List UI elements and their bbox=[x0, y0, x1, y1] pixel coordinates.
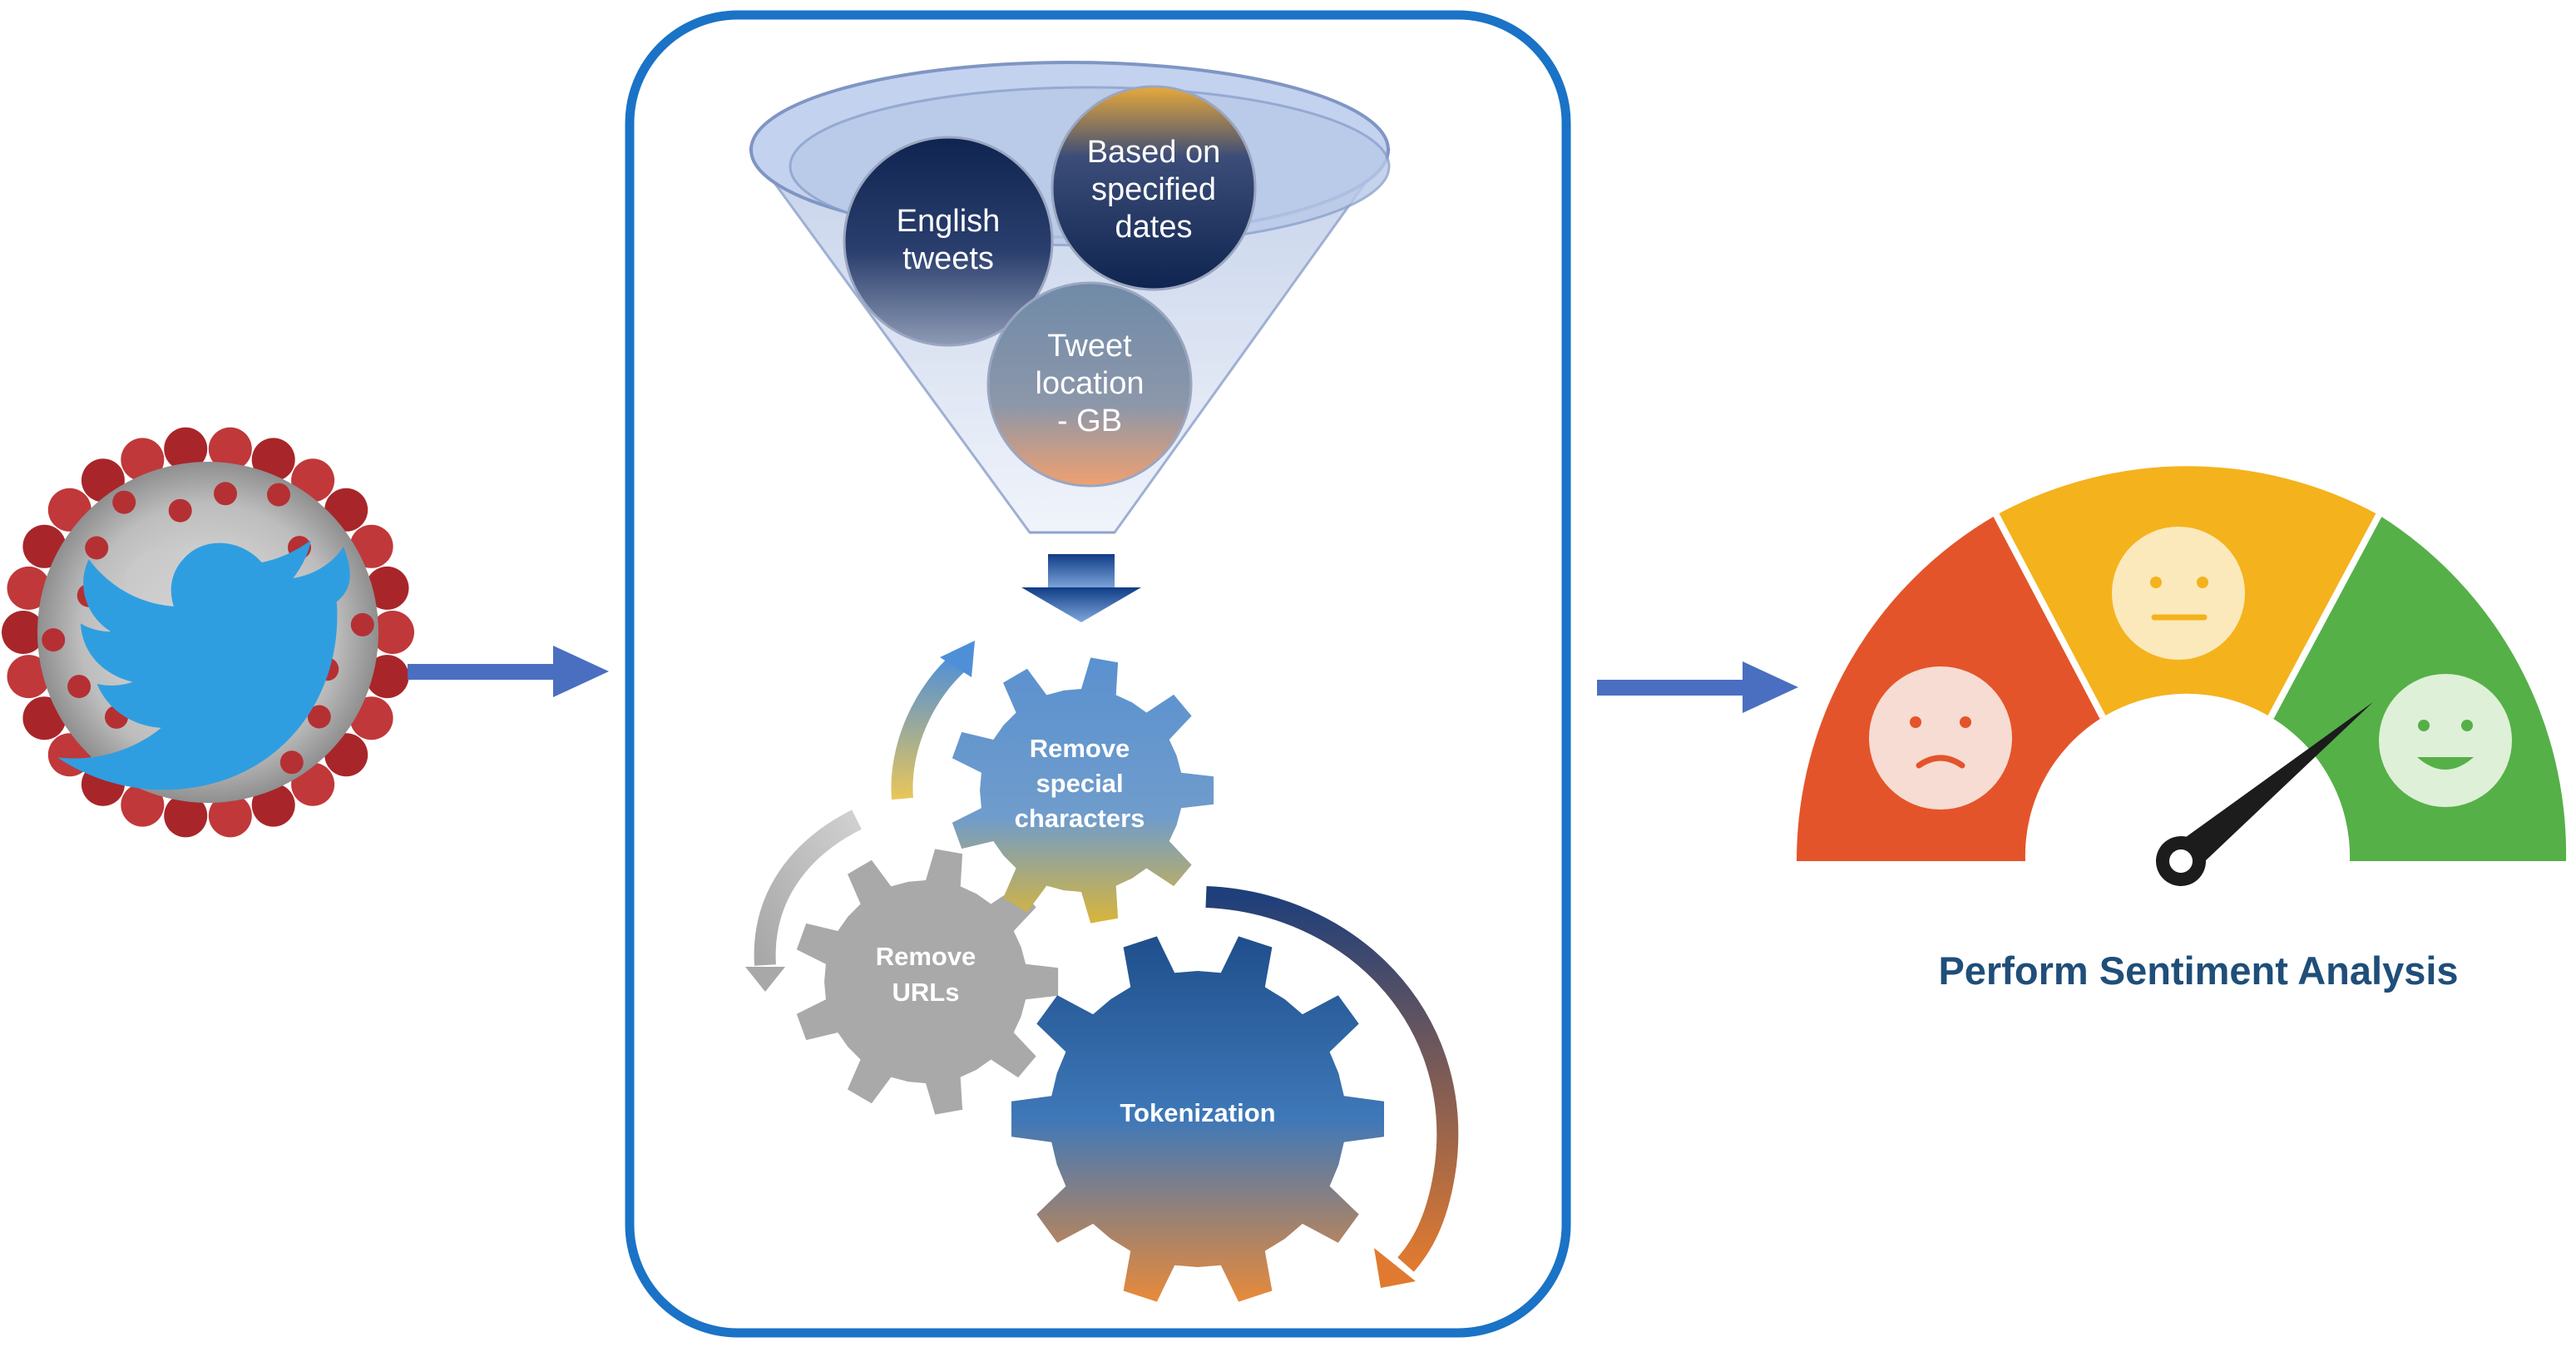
filter-circle-tweet-location: Tweet location - GB bbox=[986, 281, 1193, 488]
virus-spike bbox=[7, 655, 51, 699]
virus-spike bbox=[307, 705, 331, 729]
virus-spike bbox=[251, 438, 295, 482]
cycle-arrow-grey-icon bbox=[754, 810, 862, 966]
virus-spike bbox=[164, 427, 208, 471]
circle-label-line: Tweet bbox=[1047, 329, 1132, 364]
gauge-needle bbox=[2156, 701, 2374, 886]
svg-text:Remove: Remove bbox=[876, 942, 977, 971]
circle-label-line: - GB bbox=[1057, 404, 1122, 438]
circle-label-line: English bbox=[897, 204, 1001, 239]
down-arrow-icon bbox=[1021, 554, 1141, 622]
virus-spike bbox=[7, 566, 51, 610]
flow-arrow-2 bbox=[1597, 661, 1798, 713]
virus-spike bbox=[67, 675, 91, 699]
flow-arrow-1 bbox=[408, 646, 609, 697]
gear-label-line: URLs bbox=[892, 978, 960, 1007]
cycle-arrowhead-blue-icon bbox=[940, 641, 975, 677]
happy-face-icon bbox=[2379, 674, 2512, 807]
virus-spike bbox=[208, 794, 252, 838]
virus-spike bbox=[371, 611, 414, 654]
gear-label-line: Tokenization bbox=[1120, 1098, 1275, 1127]
gear-label-token: Tokenization bbox=[1120, 1098, 1275, 1127]
gauge-icon bbox=[1796, 466, 2567, 886]
svg-text:Tweet: Tweet bbox=[1047, 329, 1132, 364]
gear-shape bbox=[796, 849, 1059, 1115]
virus-spike bbox=[365, 566, 409, 610]
svg-text:Remove: Remove bbox=[1030, 734, 1130, 763]
svg-text:URLs: URLs bbox=[892, 978, 960, 1007]
virus-spike bbox=[121, 783, 165, 827]
gear-icon-remove-urls bbox=[796, 849, 1059, 1115]
virus-spike bbox=[121, 438, 165, 482]
virus-spike bbox=[251, 783, 295, 827]
svg-text:tweets: tweets bbox=[902, 241, 994, 276]
sad-face-icon bbox=[1869, 666, 2012, 810]
gear-shape bbox=[952, 657, 1214, 924]
circle-label-line: Based on bbox=[1087, 135, 1221, 170]
virus-spike bbox=[112, 490, 136, 514]
virus-spike bbox=[164, 794, 208, 838]
virus-spike bbox=[350, 612, 374, 636]
covid-twitter-icon bbox=[2, 427, 414, 838]
gear-icon-tokenization bbox=[1011, 936, 1384, 1302]
filter-circle-specified-dates: Based on specified dates bbox=[1051, 85, 1257, 291]
cycle-arrowhead-grey-icon bbox=[745, 967, 785, 992]
virus-spike bbox=[85, 536, 109, 560]
gear-label-urls: Remove URLs bbox=[876, 942, 977, 1007]
svg-text:characters: characters bbox=[1015, 804, 1145, 833]
cycle-arrow-navy-icon bbox=[1205, 886, 1459, 1272]
virus-spike bbox=[2, 611, 45, 654]
gear-icon-remove-special-characters bbox=[952, 657, 1214, 924]
svg-text:specified: specified bbox=[1091, 172, 1216, 207]
svg-text:Based on: Based on bbox=[1087, 135, 1221, 170]
circle-label-line: tweets bbox=[902, 241, 994, 276]
svg-text:English: English bbox=[897, 204, 1001, 239]
circle-label-line: location bbox=[1036, 366, 1145, 401]
twitter-bird-icon bbox=[57, 540, 350, 790]
gear-shape bbox=[1011, 936, 1384, 1302]
svg-text:Tokenization: Tokenization bbox=[1120, 1098, 1275, 1127]
neutral-face-icon bbox=[2112, 527, 2245, 660]
gear-label-line: Remove bbox=[1030, 734, 1130, 763]
gear-label-line: Remove bbox=[876, 942, 977, 971]
svg-text:location: location bbox=[1036, 366, 1145, 401]
virus-spike bbox=[279, 750, 304, 775]
svg-text:dates: dates bbox=[1115, 210, 1193, 245]
gear-label-line: characters bbox=[1015, 804, 1145, 833]
virus-spike bbox=[267, 483, 290, 507]
cycle-arrowhead-orange-icon bbox=[1374, 1248, 1416, 1288]
filter-circle-english-tweets: English tweets bbox=[843, 136, 1054, 347]
gear-label-special: Remove special characters bbox=[1015, 734, 1145, 833]
virus-spike bbox=[168, 498, 192, 522]
virus-spike bbox=[365, 655, 409, 699]
svg-text:- GB: - GB bbox=[1057, 404, 1122, 438]
circle-label-line: dates bbox=[1115, 210, 1193, 245]
virus-spike bbox=[208, 427, 252, 471]
output-title: Perform Sentiment Analysis bbox=[1938, 948, 2458, 993]
cycle-arrow-blue-icon bbox=[891, 648, 972, 800]
gear-label-line: special bbox=[1036, 769, 1123, 798]
virus-spike bbox=[42, 628, 66, 652]
circle-label-line: specified bbox=[1091, 172, 1216, 207]
virus-spike bbox=[214, 482, 237, 506]
svg-text:special: special bbox=[1036, 769, 1123, 798]
